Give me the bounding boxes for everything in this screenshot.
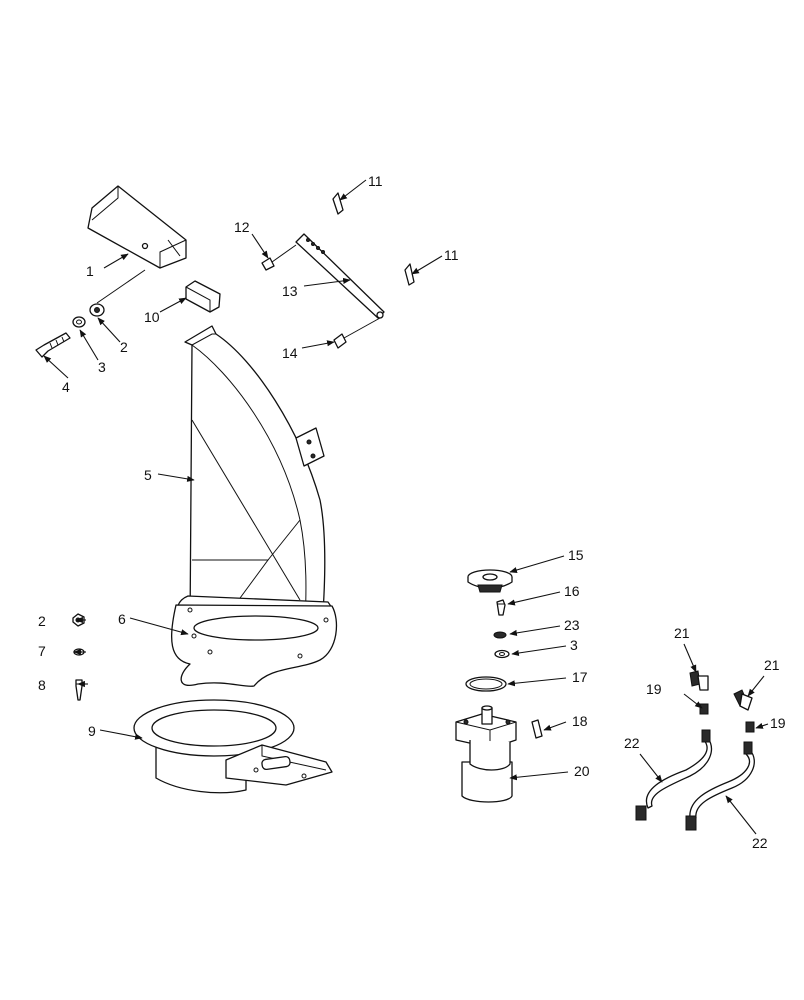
flap-plate-part [185,280,221,313]
callout-22-left: 22 [624,735,640,751]
callout-13: 13 [282,283,298,299]
hydraulic-motor-part [455,705,517,803]
callout-14: 14 [282,345,298,361]
hydraulic-hoses-group [635,670,755,831]
drive-pulley-group [467,569,513,659]
callout-20: 20 [574,763,590,779]
callout-19-right: 19 [770,715,786,731]
callout-22-right: 22 [752,835,768,851]
callout-10: 10 [144,309,160,325]
callout-23: 23 [564,617,580,633]
callout-8: 8 [38,677,46,693]
callout-21-right: 21 [764,657,780,673]
base-hardware-group [72,613,85,701]
callout-2-top: 2 [120,339,128,355]
callout-3-top: 3 [98,359,106,375]
control-linkage-group [261,192,415,349]
callout-16: 16 [564,583,580,599]
callout-17: 17 [572,669,588,685]
callout-9: 9 [88,723,96,739]
key-part [531,719,543,739]
deflector-cap-part [87,185,187,269]
callout-19-left: 19 [646,681,662,697]
callout-4: 4 [62,379,70,395]
callout-11-right: 11 [444,247,459,263]
callout-2-bottom: 2 [38,613,46,629]
nut-washer-bolt-group [35,269,146,358]
callout-15: 15 [568,547,584,563]
callout-6: 6 [118,611,126,627]
callout-labels: 1 2 3 4 10 11 11 12 13 14 5 6 2 7 8 9 15… [38,173,786,851]
callout-3-bottom: 3 [570,637,578,653]
callout-21-left: 21 [674,625,690,641]
callout-5: 5 [144,467,152,483]
discharge-chute-part [170,325,338,687]
callout-11-top: 11 [368,173,383,189]
callout-1: 1 [86,263,94,279]
callout-7: 7 [38,643,46,659]
base-ring-part [133,699,333,794]
callout-18: 18 [572,713,588,729]
o-ring-part [465,676,507,692]
leader-lines [43,179,769,835]
callout-12: 12 [234,219,250,235]
